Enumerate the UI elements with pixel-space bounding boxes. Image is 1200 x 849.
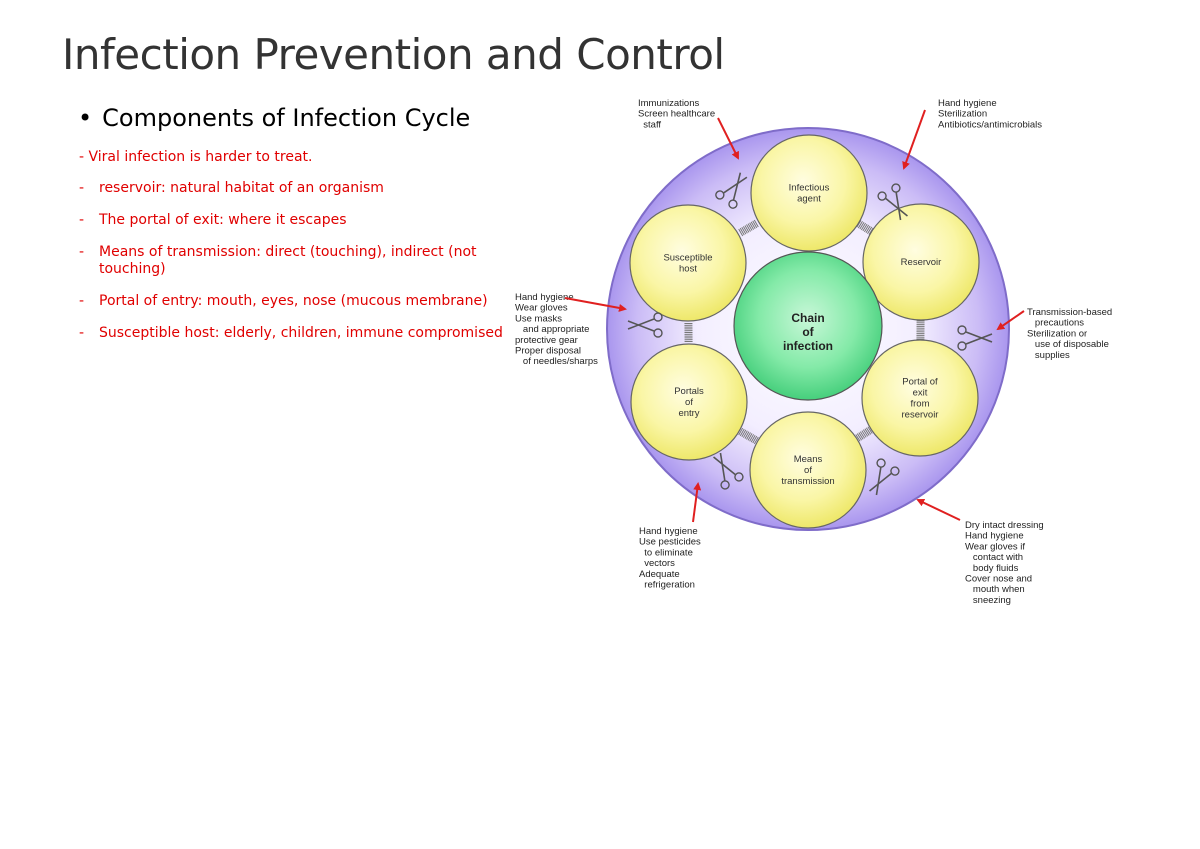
intervention-dry-dressing-line: Wear gloves if <box>965 541 1025 552</box>
node-label: Infectious <box>789 183 830 194</box>
intervention-dry-dressing-line: Hand hygiene <box>965 531 1024 542</box>
center-label-1: Chain <box>791 311 824 325</box>
intervention-arrow <box>692 482 702 523</box>
node-label: agent <box>797 194 821 205</box>
intervention-gloves-masks-line: protective gear <box>515 335 578 346</box>
node-circle <box>630 343 748 461</box>
note-transmission: Means of transmission: direct (touching)… <box>79 244 539 278</box>
scissors-icon <box>957 325 993 351</box>
node-label: Reservoir <box>901 257 942 268</box>
notes-list: - Viral infection is harder to treat. re… <box>79 149 539 357</box>
note-susceptible-host: Susceptible host: elderly, children, imm… <box>79 325 539 342</box>
intervention-hand-hygiene-sterilization-line: Hand hygiene <box>938 98 997 109</box>
intervention-pesticides-line: to eliminate <box>639 547 693 558</box>
scissors-icon <box>877 183 908 221</box>
intervention-pesticides-line: vectors <box>639 558 675 569</box>
note-viral: - Viral infection is harder to treat. <box>79 149 313 165</box>
intervention-arrow <box>717 117 739 160</box>
node-circle <box>749 411 867 529</box>
node-circle <box>861 339 979 457</box>
intervention-dry-dressing-line: sneezing <box>965 595 1011 606</box>
center-circle <box>733 251 883 401</box>
intervention-pesticides-line: Adequate <box>639 569 680 580</box>
node-label: Susceptible <box>663 253 712 264</box>
intervention-dry-dressing-line: contact with <box>965 552 1023 563</box>
node-label: entry <box>678 408 699 419</box>
node-label: reservoir <box>902 410 939 421</box>
intervention-hand-hygiene-sterilization-line: Sterilization <box>938 109 987 120</box>
bullet-marker: • <box>78 104 93 132</box>
intervention-dry-dressing-line: body fluids <box>965 563 1019 574</box>
center-label-3: infection <box>783 339 833 353</box>
intervention-immunizations-line: Immunizations <box>638 98 699 109</box>
note-reservoir: reservoir: natural habitat of an organis… <box>79 180 539 197</box>
node-circle <box>862 203 980 321</box>
node-label: Means <box>794 454 823 465</box>
intervention-pesticides-line: refrigeration <box>639 580 695 591</box>
node-label: of <box>685 397 693 408</box>
intervention-transmission-precautions-line: Sterilization or <box>1027 328 1087 339</box>
intervention-dry-dressing-line: Cover nose and <box>965 574 1032 585</box>
note-portal-exit: The portal of exit: where it escapes <box>79 212 539 229</box>
node-label: of <box>804 465 812 476</box>
spring-connector <box>684 322 693 343</box>
node-label: Portal of <box>902 377 938 388</box>
bullet-heading: • Components of Infection Cycle <box>78 104 470 132</box>
node-circle <box>629 204 747 322</box>
intervention-dry-dressing-line: Dry intact dressing <box>965 520 1044 531</box>
intervention-dry-dressing-line: mouth when <box>965 584 1025 595</box>
intervention-immunizations-line: Screen healthcare <box>638 109 715 120</box>
node-label: from <box>911 399 930 410</box>
intervention-transmission-precautions-line: Transmission-based <box>1027 307 1112 318</box>
intervention-transmission-precautions-line: use of disposable <box>1027 339 1109 350</box>
node-label: transmission <box>781 476 834 487</box>
intervention-arrows <box>564 109 1025 523</box>
intervention-pesticides-line: Hand hygiene <box>639 526 698 537</box>
note-portal-entry: Portal of entry: mouth, eyes, nose (muco… <box>79 293 539 310</box>
intervention-arrow <box>916 498 961 521</box>
intervention-arrow <box>564 297 627 312</box>
spring-connector <box>738 219 759 237</box>
intervention-arrow <box>996 310 1025 331</box>
spring-connector <box>916 320 925 340</box>
center-label-2: of <box>802 325 814 339</box>
scissors-icon <box>869 458 900 496</box>
node-label: host <box>679 264 697 275</box>
scissors-icon <box>713 452 744 490</box>
intervention-gloves-masks-line: Wear gloves <box>515 303 568 314</box>
intervention-gloves-masks-line: Proper disposal <box>515 346 581 357</box>
intervention-arrow <box>902 109 926 170</box>
spring-connector <box>738 427 759 445</box>
node-label: Portals <box>674 386 704 397</box>
scissors-icon <box>627 312 663 338</box>
intervention-transmission-precautions-line: supplies <box>1027 350 1070 361</box>
scissors-icon <box>715 172 748 209</box>
intervention-immunizations-line: staff <box>638 119 661 130</box>
node-label: exit <box>913 388 928 399</box>
intervention-gloves-masks-line: Use masks <box>515 313 562 324</box>
intervention-hand-hygiene-sterilization-line: Antibiotics/antimicrobials <box>938 119 1042 130</box>
intervention-transmission-precautions-line: precautions <box>1027 318 1084 329</box>
node-reservoir: Reservoir <box>862 203 980 321</box>
node-circle <box>750 134 868 252</box>
slide-title: Infection Prevention and Control <box>62 30 725 79</box>
scissors-icons <box>627 172 993 496</box>
intervention-gloves-masks-line: Hand hygiene <box>515 292 574 303</box>
bullet-heading-text: Components of Infection Cycle <box>102 104 471 132</box>
intervention-pesticides-line: Use pesticides <box>639 537 701 548</box>
intervention-gloves-masks-line: and appropriate <box>515 324 589 335</box>
intervention-gloves-masks-line: of needles/sharps <box>515 356 598 367</box>
